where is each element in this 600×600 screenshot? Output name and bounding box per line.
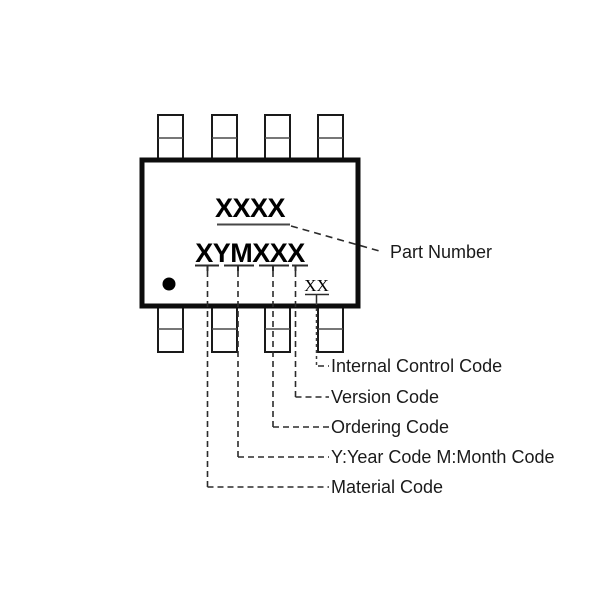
marking-part-number-text: XXXX xyxy=(215,193,286,223)
material-code-label: Material Code xyxy=(331,477,443,497)
marking-internal-code-text: XX xyxy=(304,276,329,295)
year-month-code-label: Y:Year Code M:Month Code xyxy=(331,447,554,467)
internal-code-underline xyxy=(305,293,329,302)
version-code-label: Version Code xyxy=(331,387,439,407)
code-underline-segment-1 xyxy=(195,264,219,271)
pin-top-2 xyxy=(211,114,238,161)
pin-bottom-1 xyxy=(157,305,184,353)
pin-bottom-2 xyxy=(211,305,238,353)
code-underline-segment-4 xyxy=(292,264,308,271)
pin-bottom-3 xyxy=(264,305,291,353)
pin-bottom-4 xyxy=(317,305,344,353)
code-underline-segment-2 xyxy=(224,264,254,271)
ordering-code-label: Ordering Code xyxy=(331,417,449,437)
part-number-label: Part Number xyxy=(390,242,492,262)
pin1-indicator-dot xyxy=(162,277,176,291)
package-body xyxy=(139,157,361,309)
internal-control-code-label: Internal Control Code xyxy=(331,356,502,376)
part-number-leader-line xyxy=(290,225,384,253)
pin-top-4 xyxy=(317,114,344,161)
marking-code-text: XYMXXX xyxy=(195,238,305,268)
code-underline-segment-3 xyxy=(259,264,289,271)
pin-top-1 xyxy=(157,114,184,161)
pin-top-3 xyxy=(264,114,291,161)
